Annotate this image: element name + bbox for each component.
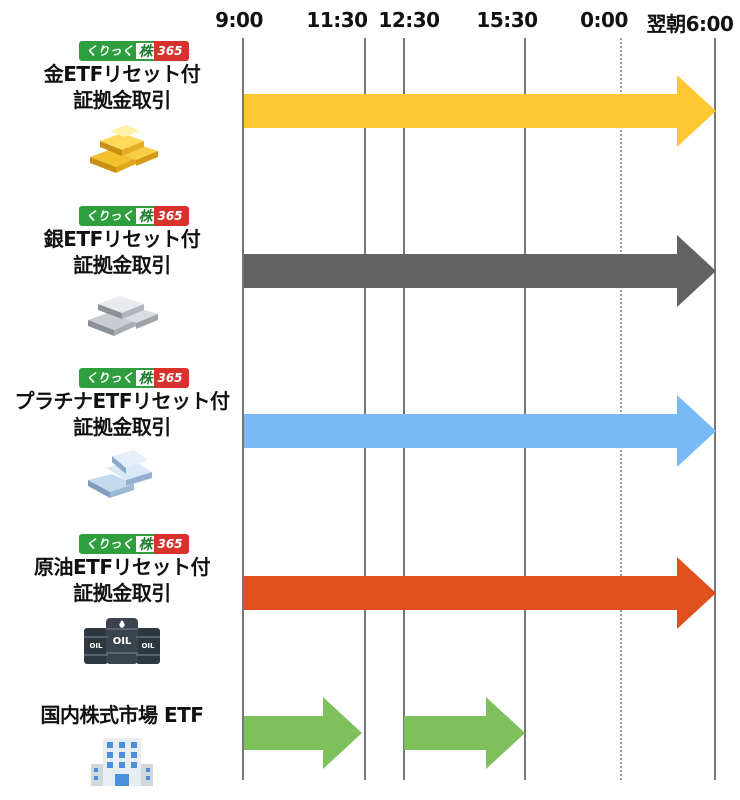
- row-title-line1: 国内株式市場 ETF: [40, 703, 204, 727]
- stock-market-afternoon-arrow: [404, 697, 525, 769]
- gridline-next-0600: [714, 38, 716, 780]
- oil-label: OIL: [89, 642, 103, 650]
- badge-text-kabu: 株: [136, 40, 155, 61]
- time-label-0900: 9:00: [215, 8, 263, 32]
- badge-text-365: 365: [154, 205, 189, 226]
- oil-label: OIL: [141, 642, 155, 650]
- platinum-bars-icon: [88, 449, 152, 498]
- badge-text-click: くりっく: [79, 533, 137, 554]
- badge-text-kabu: 株: [136, 205, 155, 226]
- crude-oil-trading-arrow: [244, 557, 716, 629]
- silver-bars-icon: [88, 295, 158, 336]
- gridline-0000: [620, 38, 622, 780]
- row-title-line2: 証拠金取引: [73, 414, 171, 439]
- gridline-1130: [364, 38, 366, 780]
- time-label-next-0600: 翌朝6:00: [646, 12, 734, 36]
- gold-trading-arrow: [244, 75, 716, 147]
- row-title-line2: 証拠金取引: [73, 252, 171, 277]
- time-label-0000: 0:00: [580, 8, 628, 32]
- silver-trading-arrow: [244, 235, 716, 307]
- row-domestic-stock-etf: 国内株式市場 ETF: [0, 702, 244, 786]
- badge-text-click: くりっく: [79, 367, 137, 388]
- badge-text-365: 365: [154, 40, 189, 61]
- row-title-line2: 証拠金取引: [73, 87, 171, 112]
- row-title-line2: 証拠金取引: [73, 580, 171, 605]
- badge-text-365: 365: [154, 367, 189, 388]
- time-label-1530: 15:30: [476, 8, 538, 32]
- time-label-1230: 12:30: [378, 8, 440, 32]
- row-title-line1: プラチナETFリセット付: [14, 388, 230, 413]
- badge-text-click: くりっく: [79, 205, 137, 226]
- row-title-line1: 原油ETFリセット付: [34, 554, 210, 579]
- row-title-line1: 銀ETFリセット付: [43, 226, 201, 251]
- stock-market-morning-arrow: [244, 697, 362, 769]
- office-building-icon: [91, 738, 153, 786]
- time-label-1130: 11:30: [306, 8, 368, 32]
- gridline-1530: [524, 38, 526, 780]
- platinum-trading-arrow: [244, 395, 716, 467]
- badge-text-click: くりっく: [79, 40, 137, 61]
- gridline-0900: [242, 38, 244, 780]
- row-title-line1: 金ETFリセット付: [43, 61, 201, 86]
- oil-barrels-icon: OIL OIL OIL: [84, 617, 160, 664]
- badge-text-365: 365: [154, 533, 189, 554]
- oil-label: OIL: [113, 636, 132, 647]
- gridline-1230: [403, 38, 405, 780]
- badge-text-kabu: 株: [136, 533, 155, 554]
- badge-text-kabu: 株: [136, 367, 155, 388]
- gold-bars-icon: [90, 124, 158, 173]
